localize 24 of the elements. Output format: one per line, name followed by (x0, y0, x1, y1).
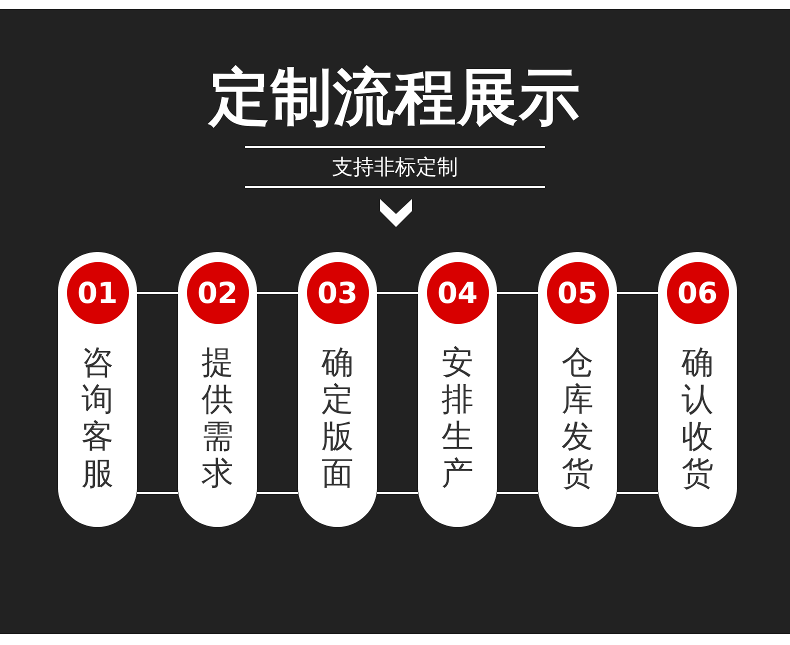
step-label: 确定版面 (320, 344, 354, 492)
connector-line (617, 292, 658, 294)
connector-line (497, 292, 538, 294)
connector-line (137, 292, 178, 294)
step-number-circle: 01 (66, 262, 128, 324)
step-number-circle: 04 (426, 262, 488, 324)
title: 定制流程展示 (209, 64, 581, 132)
connector-line (257, 492, 298, 494)
connector-line (497, 492, 538, 494)
step-label: 仓库发货 (560, 344, 594, 492)
connector-line (377, 292, 418, 294)
step-number-circle: 06 (666, 262, 728, 324)
subtitle: 支持非标定制 (332, 154, 458, 180)
step-label: 安排生产 (440, 344, 474, 492)
connector-line (377, 492, 418, 494)
step-label: 确认收货 (680, 344, 714, 492)
connector-line (617, 492, 658, 494)
step-number-circle: 05 (546, 262, 608, 324)
step-number-circle: 03 (306, 262, 368, 324)
connector-line (137, 492, 178, 494)
step-number-circle: 02 (186, 262, 248, 324)
step-label: 提供需求 (200, 344, 234, 492)
connector-line (257, 292, 298, 294)
step-label: 咨询客服 (80, 344, 114, 492)
